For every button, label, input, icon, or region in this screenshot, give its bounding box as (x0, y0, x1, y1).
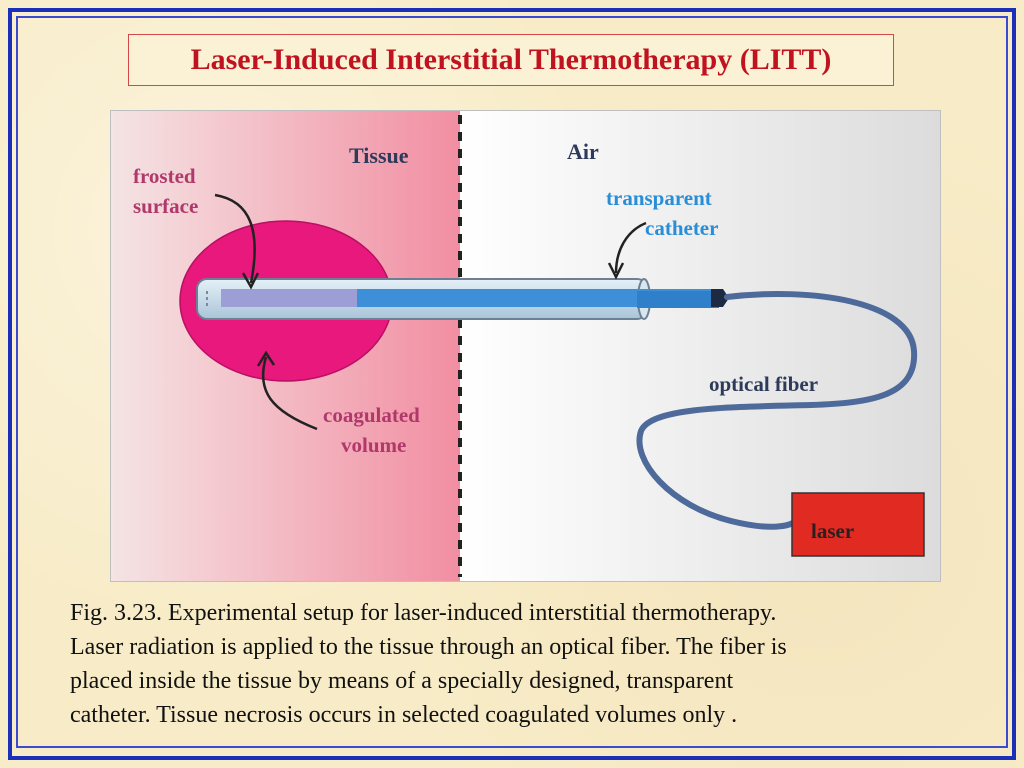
slide-border-inner (16, 16, 1008, 748)
caption-line: Fig. 3.23. Experimental setup for laser-… (70, 600, 777, 626)
fiber-connector (711, 289, 729, 307)
label-optical-fiber: optical fiber (709, 372, 818, 396)
label-tissue: Tissue (349, 143, 409, 168)
label-volume: volume (341, 433, 406, 457)
caption-line: catheter. Tissue necrosis occurs in sele… (70, 702, 738, 728)
frosted-arrow (214, 193, 256, 284)
catheter-arrow-head (607, 262, 625, 280)
label-catheter: catheter (645, 216, 718, 240)
frosted-arrow-head (241, 272, 260, 290)
title-box: Laser-Induced Interstitial Thermotherapy… (128, 34, 894, 86)
catheter-arrow (614, 221, 647, 274)
frosted-surface (221, 289, 359, 307)
caption-line: Laser radiation is applied to the tissue… (70, 634, 787, 660)
slide-title: Laser-Induced Interstitial Thermotherapy… (190, 43, 832, 76)
laser-box (791, 492, 925, 557)
slide-border-outer (8, 8, 1016, 760)
coagulated-arrow-head (256, 350, 276, 367)
figure-caption: Fig. 3.23. Experimental setup for laser-… (70, 596, 970, 732)
fiber-jacket (637, 291, 719, 308)
litt-diagram: Tissue Air frosted surface transparent c… (110, 110, 941, 582)
label-coagulated: coagulated (323, 403, 420, 427)
caption-line: placed inside the tissue by means of a s… (70, 668, 734, 694)
coagulated-arrow (261, 356, 318, 431)
label-surface: surface (133, 194, 198, 218)
label-frosted: frosted (133, 164, 196, 188)
fiber-core (357, 289, 719, 307)
label-laser: laser (811, 519, 854, 543)
optical-fiber-cable (636, 290, 918, 530)
label-air: Air (567, 139, 599, 164)
label-transparent: transparent (606, 186, 712, 210)
